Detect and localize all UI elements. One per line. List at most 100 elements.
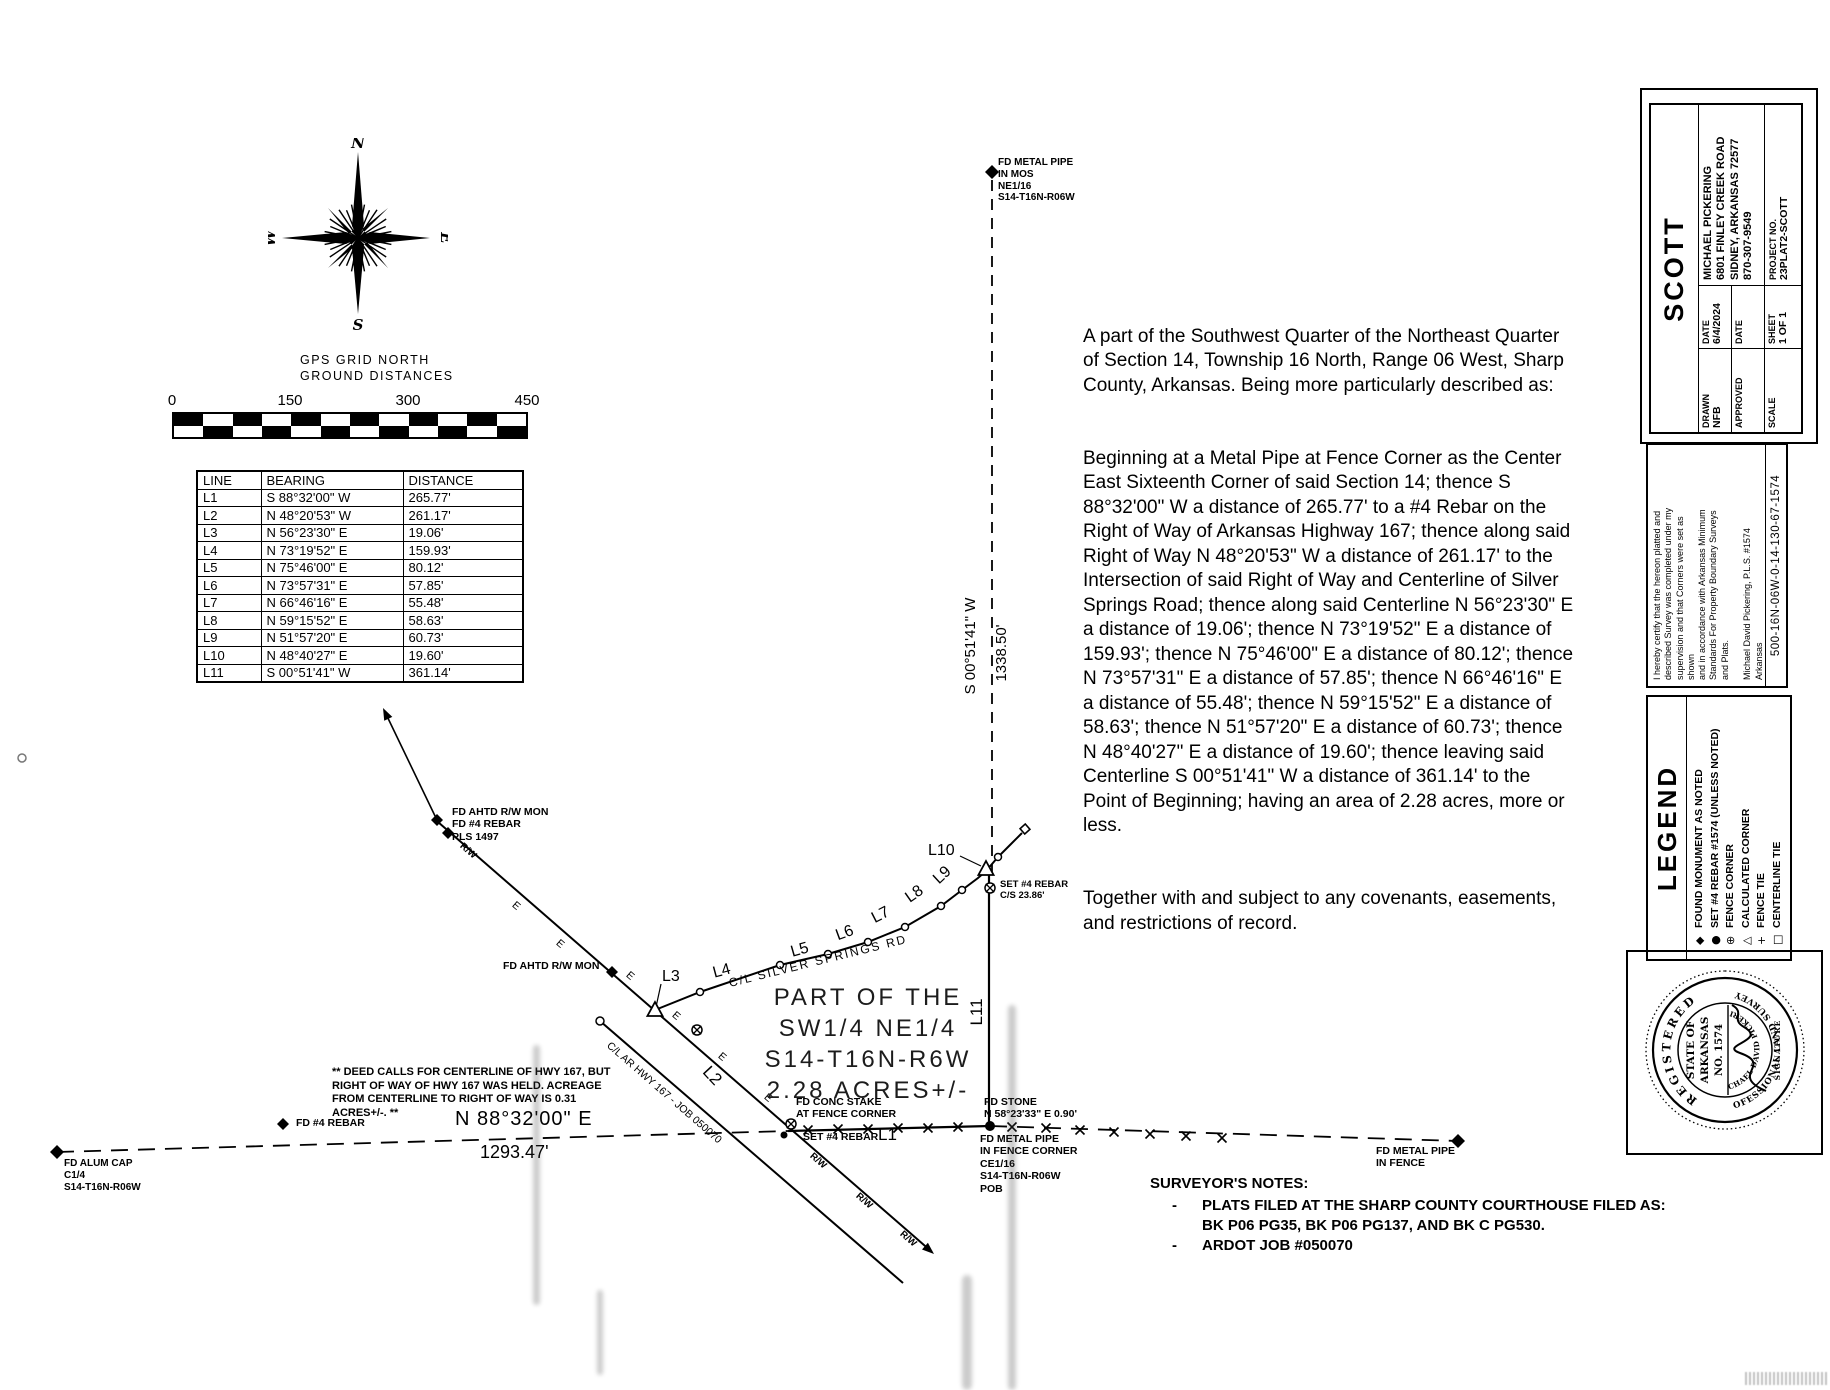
deed-note: ** DEED CALLS FOR CENTERLINE OF HWY 167,… xyxy=(332,1066,611,1119)
cl-point xyxy=(936,901,946,911)
certification-block: I hereby certify that the hereon platted… xyxy=(1646,443,1788,688)
legal-paragraph-2: Beginning at a Metal Pipe at Fence Corne… xyxy=(1083,447,1574,837)
set-rebar-pob-marker xyxy=(780,1131,788,1139)
line-label-l10: L10 xyxy=(928,842,955,859)
fd-metal-pipe-ne16-label: FD METAL PIPE IN MOS NE1/16 S14-T16N-R06… xyxy=(998,157,1075,204)
scale-bar-segment xyxy=(408,425,438,437)
seal-state-line2: ARKANSAS xyxy=(1699,1017,1711,1085)
smudge-artifact xyxy=(962,1275,972,1390)
legend-item: △ CALCULATED CORNER xyxy=(1739,711,1755,945)
seal-number: NO. 1574 xyxy=(1714,1024,1725,1076)
fd-metal-pipe-fence-marker xyxy=(1451,1134,1465,1148)
fence-x xyxy=(1040,1122,1052,1134)
table-cell: N 73°57'31" E xyxy=(260,576,404,595)
calculated-corner-l10 xyxy=(976,859,996,876)
table-cell: L4 xyxy=(196,541,262,560)
table-cell: L9 xyxy=(196,628,262,647)
compass-east-letter: E xyxy=(437,231,448,244)
table-cell: 19.06' xyxy=(402,523,524,542)
scale-bar-segment xyxy=(291,425,321,437)
fd-ahtd-mon-marker xyxy=(431,814,443,826)
table-cell: 60.73' xyxy=(402,628,524,647)
scale-bar-segment xyxy=(232,425,262,437)
scale-bar-segment xyxy=(261,414,292,426)
legend-symbol: △ xyxy=(1739,936,1753,945)
scale-label: SCALE xyxy=(1766,397,1777,428)
note-text: ARDOT JOB #050070 xyxy=(1202,1237,1353,1254)
fence-corner-pob xyxy=(785,1118,797,1130)
scale-bar-segment xyxy=(349,425,380,437)
fd-alum-cap-marker xyxy=(50,1145,64,1159)
legend: LEGEND ◆FOUND MONUMENT AS NOTED●SET #4 R… xyxy=(1646,695,1792,961)
line-table-header-line: LINE xyxy=(196,470,262,490)
scale-bar-segment xyxy=(408,414,438,426)
fd-ahtd-mon-south-marker xyxy=(606,966,618,978)
scale-bar-segment xyxy=(174,414,204,426)
scale-bar-segment xyxy=(320,425,350,437)
table-cell: 58.63' xyxy=(402,611,524,630)
cl-point xyxy=(695,987,705,997)
scale-bar-segment xyxy=(496,425,526,437)
pob-metal-pipe-marker xyxy=(985,1121,995,1131)
scale-bar-segment xyxy=(467,425,497,437)
table-cell: 361.14' xyxy=(402,663,524,683)
table-cell: N 59°15'52" E xyxy=(260,611,404,630)
table-cell: 57.85' xyxy=(402,576,524,595)
note-item: -PLATS FILED AT THE SHARP COUNTY COURTHO… xyxy=(1150,1196,1790,1216)
table-cell: N 73°19'52" E xyxy=(260,541,404,560)
fence-x xyxy=(1216,1132,1228,1144)
legend-item: ◆FOUND MONUMENT AS NOTED xyxy=(1692,711,1708,945)
table-cell: L8 xyxy=(196,611,262,630)
table-cell: N 48°20'53" W xyxy=(260,506,404,525)
scale-bar-segment xyxy=(261,425,292,437)
table-cell: N 56°23'30" E xyxy=(260,523,404,542)
legend-symbol: + xyxy=(1755,935,1768,945)
fd-conc-stake-label: FD CONC STAKE AT FENCE CORNER xyxy=(796,1096,897,1121)
l3-leader xyxy=(655,983,662,1008)
fence-x xyxy=(952,1121,964,1133)
project-number-label: PROJECT NO. xyxy=(1767,218,1778,280)
note-bullet: - xyxy=(1172,1237,1177,1254)
fence-x xyxy=(832,1123,844,1135)
distance-129347-label: 1293.47' xyxy=(480,1142,549,1162)
cl-point xyxy=(823,949,833,959)
fd-rebar-pls1497-marker xyxy=(442,827,454,839)
fence-x xyxy=(1108,1126,1120,1138)
compass-north-letter: N xyxy=(350,138,366,152)
scale-tick-label: 150 xyxy=(277,392,303,409)
smudge-artifact xyxy=(533,1045,540,1305)
rw-monument-tie xyxy=(384,711,437,819)
fd-4-rebar-west-label: FD #4 REBAR xyxy=(296,1117,365,1129)
surveyors-notes: SURVEYOR'S NOTES: -PLATS FILED AT THE SH… xyxy=(1150,1175,1790,1256)
surveyor-seal-box: REGISTERED PROFESSIONAL LAND SURVEYOR MI… xyxy=(1621,950,1823,1157)
cl-point xyxy=(900,922,910,932)
scale-bar-segment xyxy=(379,425,409,437)
fd-metal-pipe-fence-label: FD METAL PIPE IN FENCE xyxy=(1376,1145,1455,1170)
section-line-east-dashed xyxy=(989,1125,1459,1142)
stray-mark xyxy=(17,753,27,763)
legend-item: +FENCE TIE xyxy=(1754,711,1770,945)
compass-south-letter: S xyxy=(353,316,364,333)
table-cell: L2 xyxy=(196,506,262,525)
fence-x xyxy=(802,1124,814,1136)
note-text: BK P06 PG35, BK P06 PG137, AND BK C PG53… xyxy=(1202,1217,1545,1234)
section-line-west-dashed xyxy=(56,1130,789,1153)
legend-item-label: CALCULATED CORNER xyxy=(1739,808,1752,928)
note-text: PLATS FILED AT THE SHARP COUNTY COURTHOU… xyxy=(1202,1197,1666,1214)
signature-squiggle xyxy=(1731,1004,1767,1092)
scale-bar-segment xyxy=(174,425,204,437)
seal-signature-label: SIGNATURE xyxy=(1773,1020,1782,1081)
legend-item-label: FOUND MONUMENT AS NOTED xyxy=(1693,769,1705,928)
parcel-identification-text: PART OF THE SW1/4 NE1/4 S14-T16N-R6W 2.2… xyxy=(764,984,972,1104)
table-cell: L7 xyxy=(196,593,262,612)
table-cell: N 48°40'27" E xyxy=(260,646,404,665)
cl-point xyxy=(993,852,1003,862)
l10-leader xyxy=(959,855,982,867)
